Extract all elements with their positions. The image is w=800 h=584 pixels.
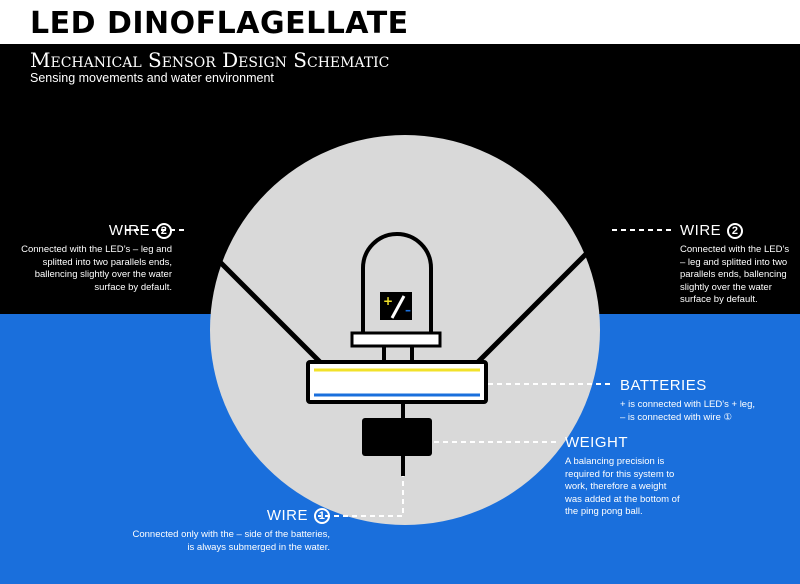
label-wire2-left-head: WIRE 2 [12, 222, 172, 239]
led-bulb [361, 232, 433, 333]
led-plus-sign: + [383, 294, 393, 308]
label-wire2-right-head: WIRE 2 [680, 222, 795, 239]
label-wire1-desc: Connected only with the – side of the ba… [132, 529, 330, 553]
number-2-badge: 2 [156, 222, 172, 239]
led-rim [350, 331, 442, 348]
leader-wire1 [318, 472, 404, 517]
page-title: LED DINOFLAGELLATE [30, 6, 409, 41]
label-batteries: BATTERIES + is connected with LED’s + le… [620, 377, 790, 424]
label-wire2-right: WIRE 2 Connected with the LED’s – leg an… [680, 222, 795, 307]
page-tagline: Sensing movements and water environment [30, 71, 274, 85]
label-weight: WEIGHT A balancing precision is required… [565, 434, 680, 519]
wire2-right-arm [476, 228, 612, 364]
label-weight-desc: A balancing precision is required for th… [565, 456, 680, 517]
ping-pong-ball [210, 135, 600, 525]
label-wire2-right-desc: Connected with the LED’s – leg and split… [680, 244, 790, 305]
page-subtitle: Mechanical Sensor Design Schematic [30, 48, 390, 72]
weight-block [362, 418, 432, 456]
label-wire2-left-desc: Connected with the LED’s – leg and split… [21, 244, 172, 293]
label-wire1-name: WIRE [266, 507, 308, 524]
label-batteries-desc: + is connected with LED’s + leg, – is co… [620, 399, 790, 424]
label-wire2-right-name: WIRE [680, 222, 722, 239]
number-2-badge: 2 [727, 222, 744, 239]
label-batteries-line2: – is connected with wire ① [620, 411, 733, 423]
wire2-left-arm [188, 230, 322, 364]
label-wire1-head: WIRE 1 [130, 507, 330, 524]
battery-pack [306, 360, 488, 404]
label-weight-name: WEIGHT [565, 434, 628, 451]
led-minus-sign: – [405, 303, 411, 317]
led-chip [380, 292, 412, 320]
label-wire2-left-name: WIRE [108, 222, 150, 239]
label-wire1: WIRE 1 Connected only with the – side of… [130, 507, 330, 554]
led-chip-slash [390, 295, 406, 319]
number-1-badge: 1 [314, 507, 330, 524]
label-batteries-name: BATTERIES [620, 377, 707, 394]
label-batteries-line1: + is connected with LED’s + leg, [620, 399, 756, 410]
label-wire2-left: WIRE 2 Connected with the LED’s – leg an… [12, 222, 172, 294]
